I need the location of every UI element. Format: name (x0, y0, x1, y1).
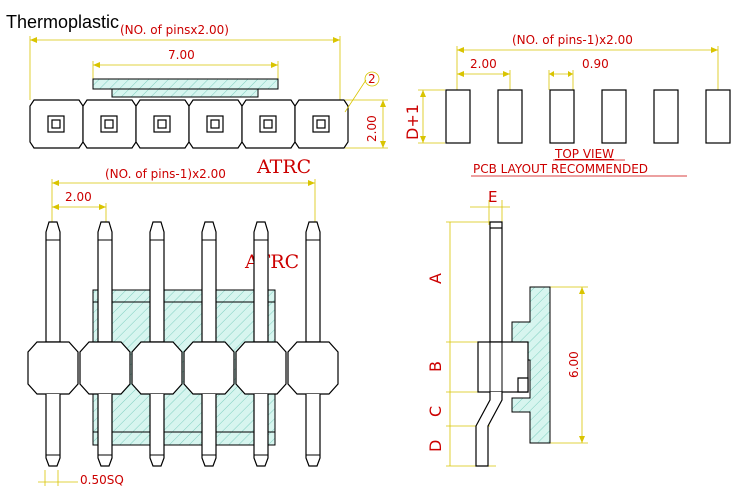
pcb-pad (549, 89, 575, 144)
profile-c-dim: C (426, 406, 445, 417)
front-height-dim: 2.00 (365, 115, 379, 142)
side-pin (235, 221, 287, 467)
front-callout: 2 (368, 72, 376, 86)
pcb-span-dim: (NO. of pins-1)x2.00 (512, 33, 633, 47)
profile-b-dim: B (426, 361, 445, 372)
profile-d-dim: D (426, 440, 445, 452)
side-pitch-dim: 2.00 (65, 190, 92, 204)
front-cell (82, 99, 137, 149)
front-inner-dim: 7.00 (168, 48, 195, 62)
profile-height-dim: 6.00 (567, 351, 581, 378)
front-cell (135, 99, 190, 149)
pcb-pad (653, 89, 679, 144)
front-cell (294, 99, 349, 149)
front-overall-dim: (NO. of pinsx2.00) (120, 23, 229, 37)
pcb-layout-caption: PCB LAYOUT RECOMMENDED (473, 162, 648, 176)
side-view: (NO. of pins-1)x2.00 2.00 0.50SQ (27, 167, 339, 487)
profile-a-dim: A (426, 273, 445, 284)
pcb-pad (601, 89, 627, 144)
drawing-title: Thermoplastic (6, 12, 119, 32)
side-pin (79, 221, 131, 467)
pcb-pad-width-dim: 0.90 (582, 57, 609, 71)
pcb-pitch-dim: 2.00 (470, 57, 497, 71)
front-cell (188, 99, 243, 149)
pcb-pad (445, 89, 471, 144)
watermark-1: ATRC (256, 156, 311, 178)
top-view-caption: TOP VIEW (554, 147, 614, 161)
pcb-layout-view: (NO. of pins-1)x2.00 2.00 0.90 D+1 TOP V… (403, 33, 731, 177)
watermark-2: ATRC (244, 251, 299, 273)
front-cell (29, 99, 84, 149)
side-pin (131, 221, 183, 467)
side-span-dim: (NO. of pins-1)x2.00 (105, 167, 226, 181)
side-pin-dim: 0.50SQ (80, 473, 124, 487)
profile-view: E A B C D 6.00 (426, 188, 588, 467)
pcb-pad (705, 89, 731, 144)
front-view: (NO. of pinsx2.00) 7.00 2.00 2 (29, 23, 388, 149)
side-pin (183, 221, 235, 467)
side-pin (27, 221, 79, 467)
pcb-pad (497, 89, 523, 144)
pcb-pad-height-dim: D+1 (403, 104, 422, 140)
profile-e-dim: E (488, 188, 497, 206)
side-pin (287, 221, 339, 467)
front-cell (241, 99, 296, 149)
